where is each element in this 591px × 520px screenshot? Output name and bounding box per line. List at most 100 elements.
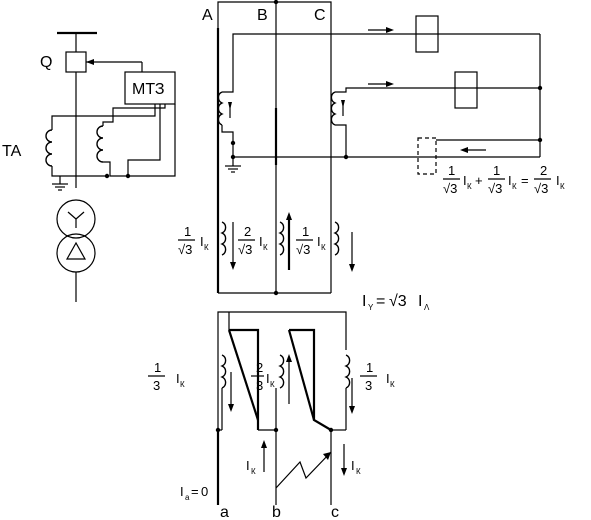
node: [343, 154, 349, 160]
num: 1: [493, 163, 500, 178]
current-sub: К: [204, 243, 209, 252]
winding-a: [220, 221, 227, 256]
transformer-winding-delta: [56, 233, 96, 273]
ct-wire-4: [103, 104, 161, 177]
delta-scheme: 1 3 I К 2 3 I К 1 3 I К: [148, 311, 395, 520]
current-sub: К: [180, 380, 185, 389]
num: 1: [448, 163, 455, 178]
num: 1: [184, 224, 191, 239]
star-delta-relation: I Y = √3 I Λ: [362, 293, 430, 312]
ta-label: TA: [2, 143, 22, 160]
ia-eq: =: [191, 484, 199, 499]
ct-coil-c: [330, 91, 337, 126]
current-sub: К: [512, 182, 517, 191]
iy-symbol: I: [362, 293, 366, 310]
star-scheme: A B C: [178, 0, 565, 296]
winding-b: [278, 221, 285, 256]
arrow-b-head: [286, 212, 292, 220]
ct-wire-1: [51, 104, 156, 130]
ct-wire-5: [128, 104, 176, 177]
ct-coil-left: [45, 129, 53, 167]
current-symbol: I: [317, 234, 321, 249]
current-sub: К: [270, 380, 275, 389]
ia-zero: 0: [201, 484, 208, 499]
winding-a-current: 1 √3 I К: [178, 224, 209, 257]
idelta-sub: Λ: [424, 303, 430, 312]
node: [273, 0, 279, 5]
delta-link-2: [289, 328, 332, 431]
node: [537, 85, 543, 91]
ik-arrow-c-head: [341, 468, 347, 476]
delta-symbol: [65, 241, 87, 260]
relation-sqrt: √3: [389, 293, 407, 310]
winding-c-current: 1 √3 I К: [296, 224, 326, 257]
ct-coil-a: [217, 91, 224, 126]
breaker-q: [65, 51, 87, 73]
node: [104, 173, 110, 179]
short-circuit-bc: [275, 451, 332, 489]
den: 3: [365, 378, 372, 393]
current-sub: К: [560, 182, 565, 191]
den: 3: [256, 378, 263, 393]
node: [125, 173, 131, 179]
delta-winding-b: [278, 354, 285, 389]
den: √3: [534, 181, 548, 196]
current-symbol: I: [200, 234, 204, 249]
num: 1: [366, 360, 373, 375]
den: √3: [296, 242, 310, 257]
sec-wire-a: [222, 33, 540, 93]
num: 2: [540, 163, 547, 178]
current-symbol: I: [266, 371, 270, 386]
ik-arrow-b-head: [261, 440, 267, 448]
star-leg: [67, 211, 77, 220]
den: √3: [178, 242, 192, 257]
phase-label-lower-c: c: [331, 504, 339, 520]
winding-b-current: 2 √3 I К: [238, 224, 268, 257]
phase-label-a: A: [202, 7, 213, 24]
winding-c: [333, 221, 340, 256]
phase-label-lower-a: a: [220, 504, 229, 520]
delta-arrow-a-head: [228, 404, 234, 412]
single-line-scheme: Q МТЗ TA: [2, 31, 176, 302]
sec-wire-c: [335, 87, 540, 93]
current-symbol: I: [176, 371, 180, 386]
arrow-c-head: [349, 264, 355, 272]
current-symbol: I: [463, 173, 467, 188]
den: √3: [488, 181, 502, 196]
current-arrow-2-head: [386, 81, 394, 87]
current-sub: К: [321, 243, 326, 252]
den: 3: [153, 378, 160, 393]
relay-mtz: [124, 71, 176, 105]
delta-link-1: [229, 328, 260, 430]
breaker-label: Q: [40, 54, 52, 71]
delta-winding-c: [344, 354, 351, 389]
plus: +: [475, 173, 483, 188]
delta-link-1b: [227, 329, 260, 421]
ik-b-symbol: I: [246, 458, 250, 473]
delta-link-2b: [287, 329, 316, 421]
current-symbol: I: [386, 371, 390, 386]
current-sub: К: [263, 243, 268, 252]
num: 1: [302, 224, 309, 239]
equals: =: [521, 173, 529, 188]
current-arrow-3-head: [460, 147, 468, 153]
delta-c-current: 1 3 I К: [360, 360, 395, 393]
num: 2: [244, 224, 251, 239]
phase-label-c: C: [314, 7, 326, 24]
delta-arrow-c-head: [349, 406, 355, 414]
ct-wire-3: [51, 166, 107, 177]
node: [230, 140, 236, 146]
ik-c-symbol: I: [351, 458, 355, 473]
ct-coil-right: [96, 125, 104, 163]
relay-label: МТЗ: [132, 81, 165, 98]
ik-b-sub: К: [251, 467, 256, 476]
current-sub: К: [390, 380, 395, 389]
ia-symbol: I: [180, 484, 184, 499]
relay-k2: [454, 71, 478, 109]
phase-label-lower-b: b: [272, 504, 281, 520]
transformer-winding-star: [56, 199, 96, 239]
iy-sub: Y: [368, 303, 374, 312]
delta-b-current: 2 3 I К: [251, 360, 275, 393]
delta-winding-a: [220, 354, 227, 389]
node: [273, 290, 279, 296]
